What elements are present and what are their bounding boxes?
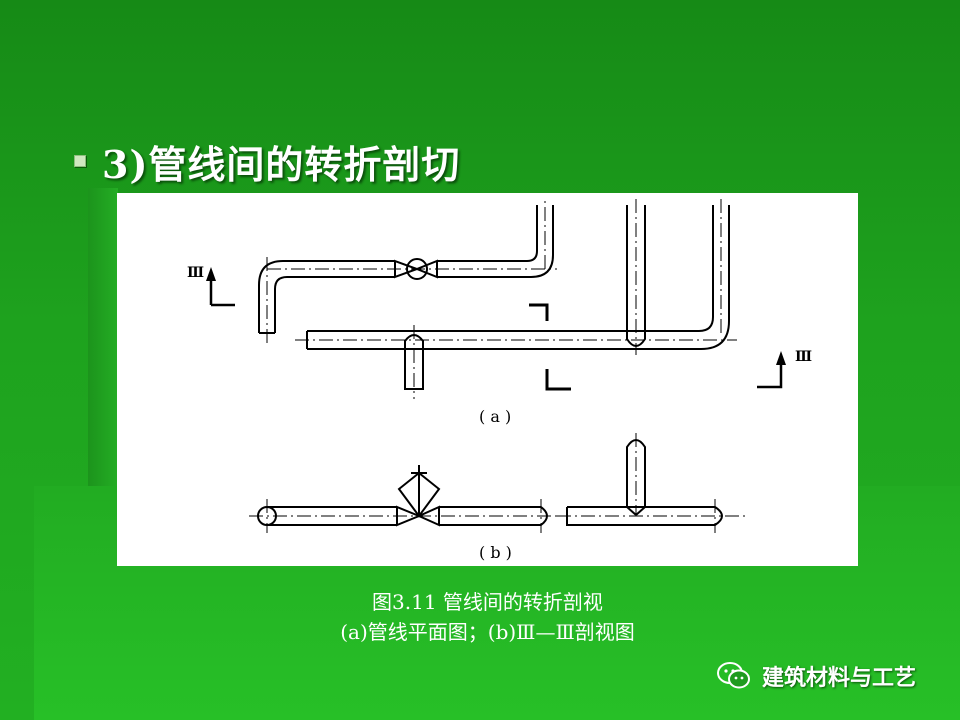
pipe-a-left-elbow [258, 260, 395, 333]
slide-title: 3)管线间的转折剖切 [74, 136, 461, 187]
pipe-b-left [267, 506, 397, 526]
section-mark-a-left [209, 277, 235, 307]
wechat-icon [717, 662, 750, 689]
figure-label-a: ( a ) [479, 407, 512, 426]
pipe-drawing-figure: Ⅲ Ⅲ ( a ) ( b ) [117, 193, 858, 566]
pipe-a-top-right [437, 205, 554, 278]
section-label-right: Ⅲ [795, 349, 813, 365]
pipe-a-main [307, 205, 730, 350]
section-label-left: Ⅲ [187, 265, 205, 281]
watermark: 建筑材料与工艺 [716, 658, 916, 694]
arrow-up-right [776, 351, 786, 365]
figure-caption-title: 图3.11 管线间的转折剖视 [372, 590, 603, 614]
pipe-b-vertical [626, 439, 646, 507]
corner-mark-2 [545, 369, 571, 391]
watermark-text: 建筑材料与工艺 [762, 666, 917, 691]
pipe-drawing [206, 199, 786, 533]
title-text: 3)管线间的转折剖切 [102, 141, 461, 187]
arrow-up-left [206, 267, 216, 281]
corner-mark-1 [529, 303, 549, 321]
figure-label-b: ( b ) [479, 543, 512, 562]
section-mark-a-right [757, 361, 783, 389]
decor-panel-left [88, 188, 118, 488]
square-bullet-icon [74, 155, 86, 167]
figure-caption-subtitle: (a)管线平面图；(b)Ⅲ—Ⅲ剖视图 [340, 620, 635, 644]
